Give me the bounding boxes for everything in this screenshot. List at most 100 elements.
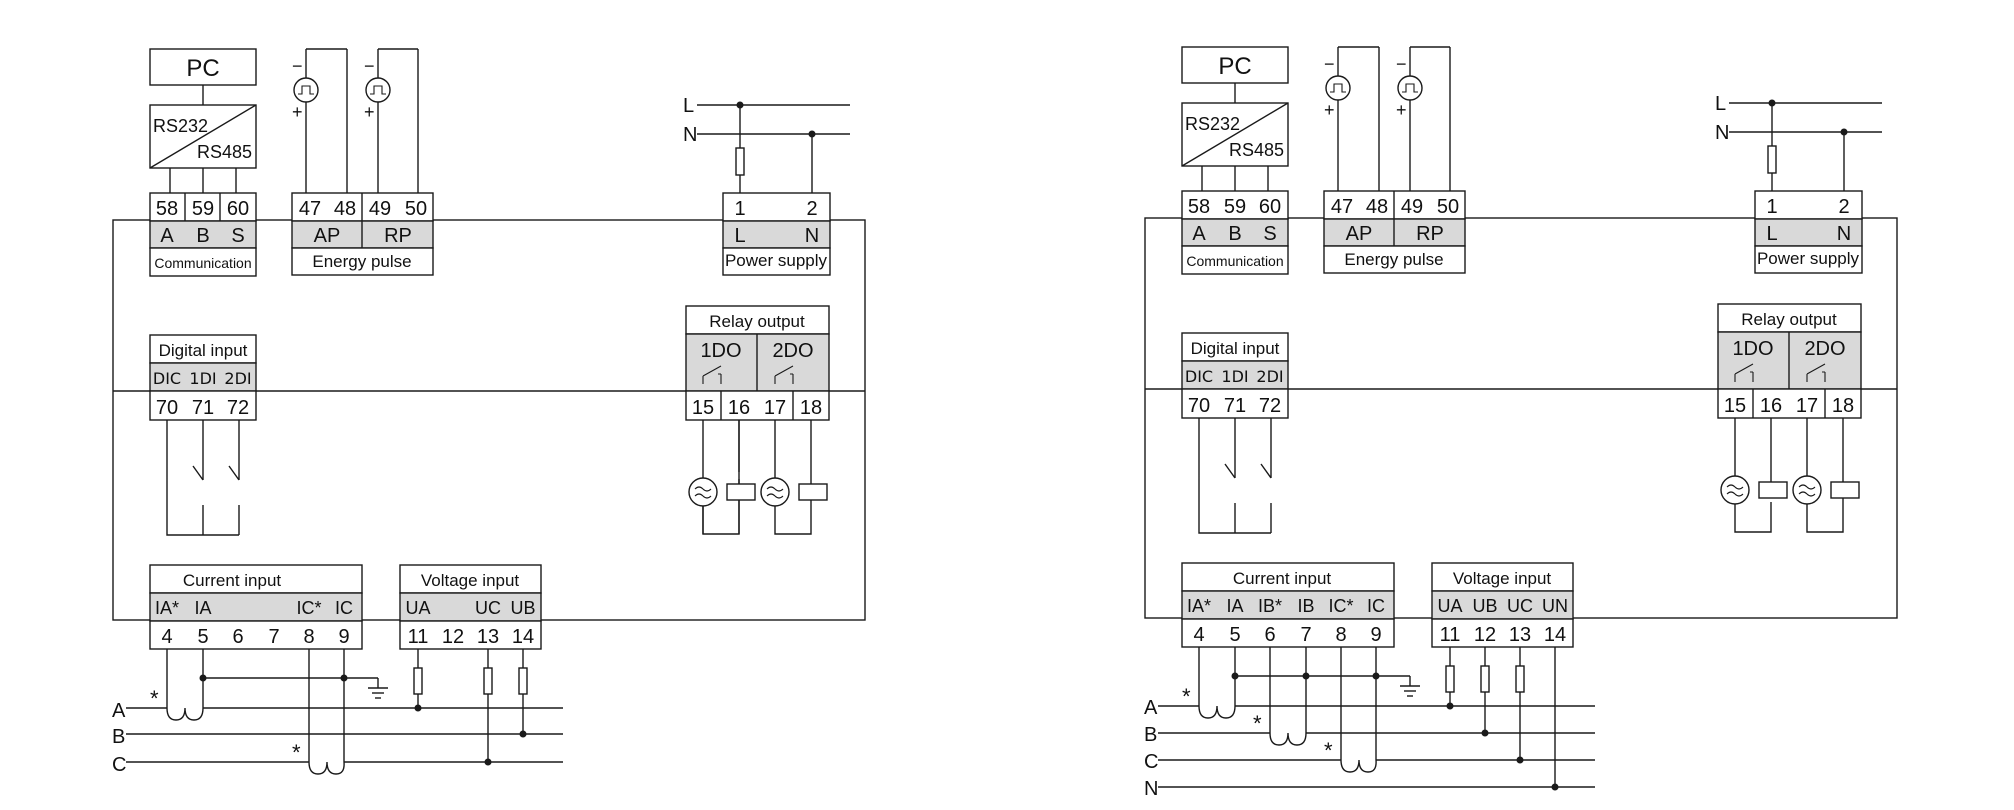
- svg-text:−: −: [1396, 54, 1407, 74]
- terminal-18: 18: [1832, 395, 1854, 417]
- svg-text:1DI: 1DI: [1221, 367, 1248, 386]
- phase-c-label: C: [112, 754, 126, 776]
- terminal-13: 13: [477, 626, 499, 648]
- ac-source-icon: [688, 477, 718, 507]
- terminal-6: 6: [232, 626, 243, 648]
- line-n-label: N: [683, 124, 697, 146]
- digital-input-block-left: Digital input DIC 1DI 2DI 70 71 72: [149, 334, 257, 536]
- terminal-4: 4: [161, 626, 172, 648]
- power-supply-label: Power supply: [725, 251, 828, 270]
- signal-s: S: [1263, 223, 1276, 245]
- pulse-counter-icon: [1325, 75, 1351, 101]
- left-diagram: PC RS232 RS485 58 59 60 A B S Communicat…: [112, 48, 866, 776]
- terminal-16: 16: [1760, 395, 1782, 417]
- relay-contact-icon: [702, 365, 722, 384]
- terminal-71: 71: [192, 397, 214, 419]
- signal-2do: 2DO: [772, 340, 813, 362]
- external-wiring-right: A B C N * * *: [1144, 647, 1595, 800]
- phase-n-label: N: [1144, 778, 1158, 800]
- terminal-47: 47: [299, 198, 321, 220]
- svg-text:*: *: [1182, 684, 1191, 709]
- voltage-input-label: Voltage input: [421, 571, 520, 590]
- svg-text:2DI: 2DI: [224, 369, 251, 388]
- ct-coil-icon: [308, 649, 345, 775]
- communication-label: Communication: [154, 255, 251, 271]
- signal-2do: 2DO: [1804, 338, 1845, 360]
- fuse-icon: [1445, 665, 1455, 693]
- signal-n: N: [805, 225, 819, 247]
- svg-text:2DI: 2DI: [1256, 367, 1283, 386]
- terminal-50: 50: [405, 198, 427, 220]
- svg-text:IC: IC: [1367, 596, 1385, 616]
- ac-source-icon: [760, 477, 790, 507]
- fuse-icon: [518, 667, 528, 695]
- terminal-11: 11: [408, 626, 429, 648]
- terminal-16: 16: [728, 397, 750, 419]
- terminal-59: 59: [192, 198, 214, 220]
- pc-box: [1181, 46, 1289, 84]
- svg-text:1DI: 1DI: [189, 369, 216, 388]
- right-diagram: PC RS232 RS485 58 59 60 A B S Communicat…: [1144, 46, 1898, 800]
- pulse-counter-icon: [1397, 75, 1423, 101]
- signal-b: B: [196, 225, 209, 247]
- svg-text:IA: IA: [1226, 596, 1243, 616]
- phase-b-label: B: [1144, 724, 1157, 746]
- energy-pulse-block-left: − + − + 47 48 49 50 AP RP Energy pulse: [291, 48, 434, 276]
- svg-text:+: +: [364, 102, 375, 122]
- terminal-50: 50: [1437, 196, 1459, 218]
- svg-text:+: +: [292, 102, 303, 122]
- terminal-49: 49: [369, 198, 391, 220]
- svg-text:IC*: IC*: [296, 598, 321, 618]
- signal-s: S: [231, 225, 244, 247]
- terminal-12: 12: [1474, 624, 1496, 646]
- ac-source-icon: [1720, 475, 1750, 505]
- power-supply-block-right: L N 1 2 L N Power supply: [1715, 93, 1882, 274]
- terminal-60: 60: [1259, 196, 1281, 218]
- voltage-input-label: Voltage input: [1453, 569, 1552, 588]
- svg-text:IC: IC: [335, 598, 353, 618]
- terminal-71: 71: [1224, 395, 1246, 417]
- svg-text:UC: UC: [475, 598, 501, 618]
- terminal-2: 2: [1838, 196, 1849, 218]
- load-icon: [726, 483, 756, 501]
- svg-text:IC*: IC*: [1328, 596, 1353, 616]
- ct-coil-icon: [166, 649, 204, 721]
- ct-coil-icon: [1269, 647, 1307, 746]
- fuse-icon: [413, 667, 423, 695]
- fuse-icon: [1767, 145, 1777, 174]
- phase-a-label: A: [1144, 697, 1158, 719]
- signal-n: N: [1837, 223, 1851, 245]
- voltage-input-block-right: Voltage input UA UB UC UN 11 12 13 14: [1431, 562, 1574, 648]
- svg-text:IB*: IB*: [1258, 596, 1282, 616]
- terminal-17: 17: [764, 397, 786, 419]
- phase-b-label: B: [112, 726, 125, 748]
- current-input-block-left: Current input IA* IA IC* IC 4 5 6 7 8 9: [149, 564, 363, 650]
- terminal-8: 8: [1335, 624, 1346, 646]
- terminal-48: 48: [1366, 196, 1388, 218]
- digital-input-label: Digital input: [159, 341, 248, 360]
- terminal-72: 72: [227, 397, 249, 419]
- digital-input-block-right: Digital input DIC 1DI 2DI 70 71 72: [1181, 332, 1289, 534]
- relay-output-block-left: Relay output 1DO 2DO 15 16 17 18: [685, 305, 830, 535]
- terminal-1: 1: [734, 198, 745, 220]
- terminal-1: 1: [1766, 196, 1777, 218]
- power-supply-block-left: L N 1 2 L N Power supply: [683, 95, 850, 276]
- terminal-58: 58: [156, 198, 178, 220]
- communication-label: Communication: [1186, 253, 1283, 269]
- terminal-58: 58: [1188, 196, 1210, 218]
- line-l-label: L: [683, 95, 694, 117]
- svg-text:UB: UB: [510, 598, 535, 618]
- ct-coil-icon: [1198, 647, 1236, 719]
- terminal-70: 70: [156, 397, 178, 419]
- signal-l: L: [734, 225, 745, 247]
- terminal-7: 7: [268, 626, 279, 648]
- terminal-15: 15: [1724, 395, 1746, 417]
- svg-text:UN: UN: [1542, 596, 1568, 616]
- signal-ap: AP: [314, 225, 341, 247]
- line-l-label: L: [1715, 93, 1726, 115]
- digital-input-label: Digital input: [1191, 339, 1280, 358]
- terminal-17: 17: [1796, 395, 1818, 417]
- terminal-8: 8: [303, 626, 314, 648]
- svg-text:UA: UA: [1437, 596, 1462, 616]
